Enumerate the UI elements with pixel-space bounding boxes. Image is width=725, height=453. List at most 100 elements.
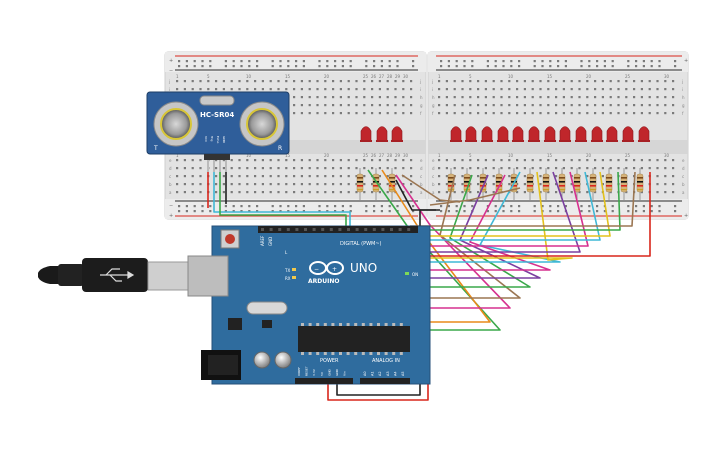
ultrasonic-sensor[interactable]: HC-SR04 T R VCC Trig Echo GND <box>146 91 290 172</box>
hole <box>570 88 573 91</box>
header-pin[interactable] <box>312 228 316 231</box>
header-pin[interactable] <box>329 228 333 231</box>
header-pin[interactable] <box>321 228 325 231</box>
resistor[interactable] <box>573 168 581 200</box>
red-led[interactable] <box>622 126 634 143</box>
hole <box>176 80 179 83</box>
hole <box>230 167 233 170</box>
header-pin[interactable] <box>381 228 385 231</box>
resistor[interactable] <box>526 168 534 200</box>
resistor[interactable] <box>463 168 471 200</box>
header-pin[interactable] <box>278 228 282 231</box>
hole <box>672 183 675 186</box>
red-led[interactable] <box>606 126 618 143</box>
rail-hole <box>502 65 505 68</box>
resistor[interactable] <box>620 168 628 200</box>
gnd-label: GND <box>268 237 273 246</box>
hole <box>191 88 194 91</box>
red-led[interactable] <box>450 126 462 143</box>
hole <box>648 159 651 162</box>
header-pin[interactable] <box>355 228 359 231</box>
red-led[interactable] <box>360 126 372 143</box>
red-led[interactable] <box>638 126 650 143</box>
resistor[interactable] <box>605 168 613 200</box>
header-pin[interactable] <box>261 228 264 231</box>
header-pin[interactable] <box>295 228 299 231</box>
rail-hole <box>302 205 305 208</box>
resistor[interactable] <box>558 168 566 200</box>
header-pin[interactable] <box>398 228 402 231</box>
rail-hole <box>271 65 274 68</box>
hole <box>222 80 225 83</box>
header-pin[interactable] <box>347 228 350 231</box>
rail-hole <box>341 60 344 63</box>
hole <box>402 159 405 162</box>
hole <box>410 175 413 178</box>
rail-hole <box>302 60 305 63</box>
red-led[interactable] <box>391 126 403 143</box>
rail-hole <box>326 60 329 63</box>
hole <box>332 167 335 170</box>
hole <box>570 80 573 83</box>
header-pin[interactable] <box>407 228 411 231</box>
wire-diag-2[interactable] <box>395 179 440 211</box>
wire-sensor-echo[interactable] <box>219 170 347 232</box>
sensor-pin-gnd: GND <box>222 136 226 144</box>
sensor-r-mark: R <box>278 145 282 152</box>
header-pin[interactable] <box>390 228 393 231</box>
hole <box>570 167 573 170</box>
arduino-uno[interactable]: − + UNO ARDUINO DIGITAL (PWM~) AREF GND … <box>187 225 431 385</box>
rail-hole <box>193 65 196 68</box>
header-pin[interactable] <box>269 228 273 231</box>
header-pin[interactable] <box>372 228 376 231</box>
usb-cable[interactable] <box>38 258 189 292</box>
rail-hole <box>326 210 329 213</box>
red-led[interactable] <box>544 126 556 143</box>
hole <box>332 191 335 194</box>
red-led[interactable] <box>376 126 388 143</box>
hole <box>453 183 456 186</box>
rail-hole <box>178 210 181 213</box>
hole <box>363 175 366 178</box>
red-led[interactable] <box>512 126 524 143</box>
wire-led-15[interactable] <box>410 171 636 227</box>
resistor[interactable] <box>479 168 487 200</box>
chip-pin <box>384 323 388 326</box>
red-led[interactable] <box>481 126 493 143</box>
hole <box>285 183 288 186</box>
header-pin[interactable] <box>304 228 307 231</box>
rail-hole <box>279 65 282 68</box>
breadboard-labels: + − − + + + <box>169 58 688 219</box>
hole <box>562 80 565 83</box>
row-letter: i <box>420 87 421 92</box>
resistor[interactable] <box>589 168 597 200</box>
resistor[interactable] <box>542 168 550 200</box>
column-number: 5 <box>469 74 472 79</box>
chip-pin <box>346 352 350 355</box>
wire-sensor-trig[interactable] <box>213 170 351 232</box>
hole <box>191 159 194 162</box>
resistor[interactable] <box>636 168 644 200</box>
column-number: 30 <box>403 74 409 79</box>
red-led[interactable] <box>465 126 477 143</box>
rail-hole <box>232 210 235 213</box>
red-led[interactable] <box>559 126 571 143</box>
chip-pin <box>331 352 335 355</box>
header-pin[interactable] <box>364 228 368 231</box>
header-pin[interactable] <box>286 228 290 231</box>
hole <box>617 104 620 107</box>
red-led[interactable] <box>591 126 603 143</box>
red-led[interactable] <box>528 126 540 143</box>
rail-hole <box>557 210 560 213</box>
digital-header <box>258 226 418 233</box>
red-led[interactable] <box>497 126 509 143</box>
wire-diag-3[interactable] <box>429 187 521 206</box>
reset-button[interactable] <box>225 234 235 244</box>
rail-hole <box>232 60 235 63</box>
resistor[interactable] <box>356 168 364 200</box>
row-letter: d <box>169 166 172 171</box>
header-pin[interactable] <box>338 228 342 231</box>
wire-led-13[interactable] <box>395 171 611 237</box>
red-led[interactable] <box>575 126 587 143</box>
wire-led-14[interactable] <box>403 171 621 231</box>
